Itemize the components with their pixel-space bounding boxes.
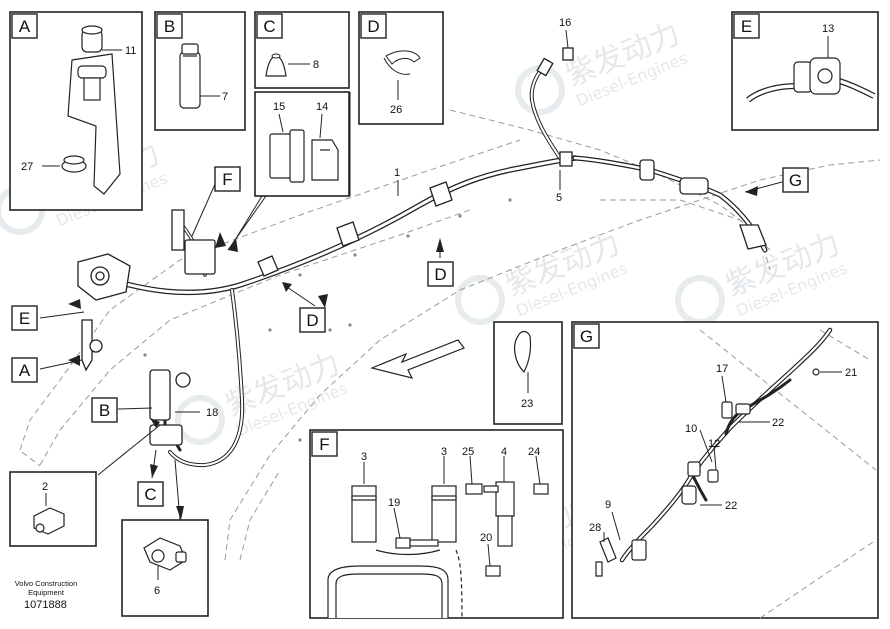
detail-box-f: F 3 3 2	[309, 429, 564, 619]
detail-letter-a: A	[19, 17, 31, 36]
tag-letter-b: B	[99, 401, 110, 420]
detail-letter-g: G	[580, 327, 593, 346]
detail-box-cable-tie-23: 23	[493, 321, 563, 425]
callout-3: 3	[361, 451, 367, 463]
left-component-cluster	[77, 209, 216, 446]
callout-25: 25	[462, 446, 474, 458]
callout-22: 22	[725, 500, 737, 512]
tag-letter-e: E	[19, 309, 30, 328]
tag-letter-f: F	[222, 170, 232, 189]
callout-20: 20	[480, 532, 492, 544]
callout-6: 6	[154, 585, 160, 597]
callout-8: 8	[313, 59, 319, 71]
callout-15: 15	[273, 101, 285, 113]
detail-letter-d: D	[367, 17, 379, 36]
detail-box-d-top: D 26	[358, 11, 444, 125]
view-direction-leaders	[231, 195, 441, 307]
detail-box-b: B 7	[154, 11, 246, 131]
callout-24: 24	[528, 446, 540, 458]
callout-11: 11	[125, 45, 136, 57]
detail-box-g: G	[571, 321, 879, 619]
callout-26: 26	[390, 104, 402, 116]
callout-9: 9	[605, 499, 611, 511]
callout-2: 2	[42, 481, 48, 493]
callout-13: 13	[822, 23, 834, 35]
callout-18: 18	[206, 407, 218, 419]
detail-box-connector-15-14: 15 14	[254, 91, 350, 197]
callout-21: 21	[845, 367, 857, 379]
callout-14: 14	[316, 101, 328, 113]
detail-box-part-6: 6	[121, 519, 209, 617]
tag-letter-d: D	[434, 265, 446, 284]
callout-27: 27	[21, 161, 33, 173]
callout-17: 17	[716, 363, 728, 375]
callout-22: 22	[772, 417, 784, 429]
tag-letter-c: C	[144, 485, 156, 504]
detail-letter-f: F	[319, 435, 329, 454]
callout-19: 19	[388, 497, 400, 509]
callout-23: 23	[521, 398, 533, 410]
footer-block: Volvo Construction Equipment 1071888	[15, 579, 78, 611]
detail-box-a: A 11 27	[9, 11, 143, 211]
footer-company-line1: Volvo Construction	[15, 579, 78, 588]
callout-3: 3	[441, 446, 447, 458]
tag-letter-g: G	[789, 171, 802, 190]
tag-letter-d: D	[306, 311, 318, 330]
detail-box-c-top: C 8	[254, 11, 350, 89]
footer-part-number: 1071888	[24, 599, 67, 611]
harness-clips	[257, 47, 767, 277]
detail-letter-e: E	[741, 17, 752, 36]
leader-lines	[39, 29, 783, 521]
callout-12: 12	[708, 438, 720, 450]
detail-letter-c: C	[263, 17, 275, 36]
callout-7: 7	[222, 91, 228, 103]
callout-1: 1	[394, 167, 400, 179]
callout-5: 5	[556, 192, 562, 204]
tag-letter-a: A	[19, 361, 31, 380]
callout-28: 28	[589, 522, 601, 534]
detail-box-e-top: E 13	[731, 11, 879, 131]
detail-box-part-2: 2	[9, 471, 97, 547]
detail-letter-b: B	[164, 17, 175, 36]
main-wire-harness	[92, 60, 768, 468]
callout-16: 16	[559, 17, 571, 29]
floating-letter-tags: F D D G E A B C	[11, 166, 809, 507]
footer-company-line2: Equipment	[28, 588, 65, 597]
callout-4: 4	[501, 446, 507, 458]
main-callouts: 1 5 16 18	[206, 17, 571, 419]
callout-10: 10	[685, 423, 697, 435]
